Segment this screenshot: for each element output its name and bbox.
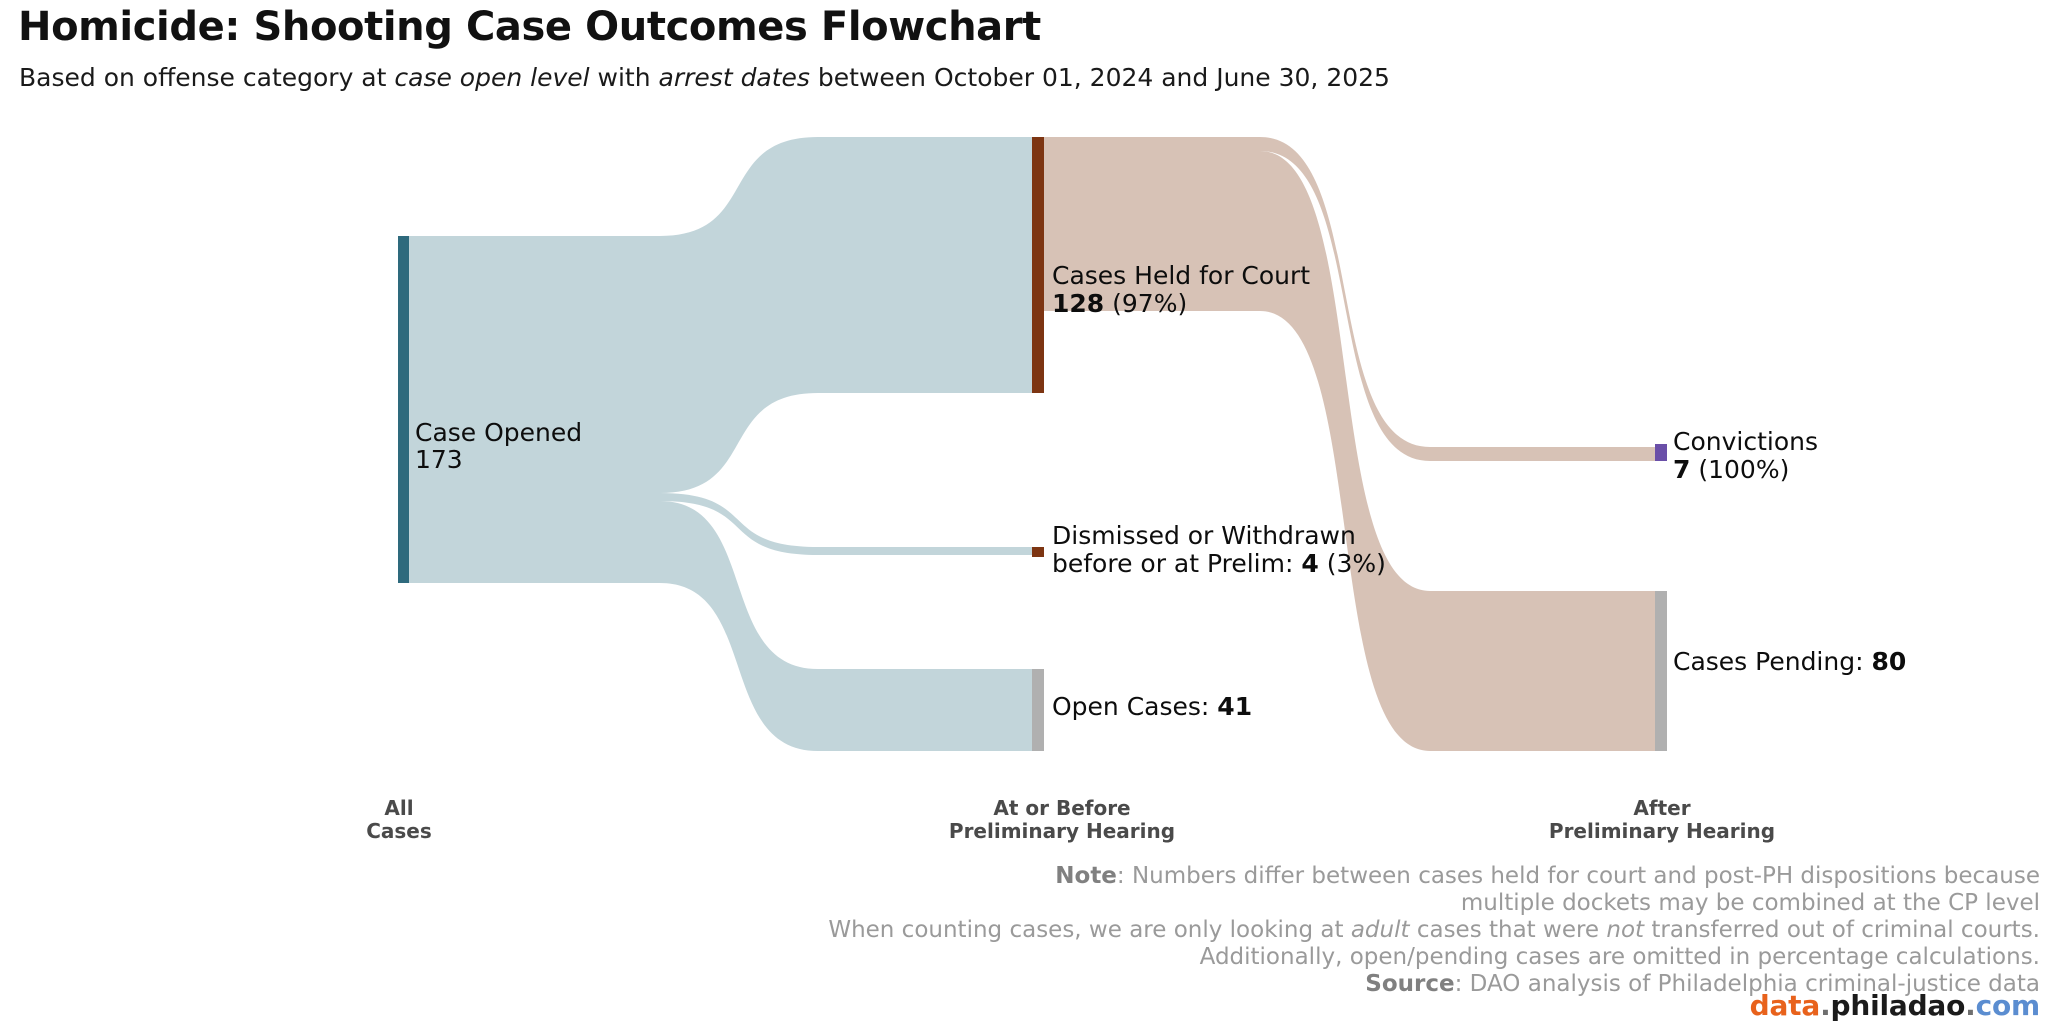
node-open-cases[interactable] xyxy=(1032,669,1044,751)
brand-part-philadao: philadao xyxy=(1830,989,1966,1022)
footnote-note-text: : Numbers differ between cases held for … xyxy=(1116,863,2040,889)
column-label-after-ph-line1: After xyxy=(1633,796,1690,820)
node-label-open-cases-prefix: Open Cases: xyxy=(1052,692,1217,721)
node-value-cases-pending: 80 xyxy=(1871,647,1906,676)
footnote-source: Source: DAO analysis of Philadelphia cri… xyxy=(1365,970,2040,999)
footnote-note-line2-text: multiple dockets may be combined at the … xyxy=(1460,890,2040,916)
brand-logo[interactable]: data.philadao.com xyxy=(1749,989,2041,1022)
node-value-open-cases: 41 xyxy=(1217,692,1252,721)
node-label-convictions: Convictions xyxy=(1673,427,1818,456)
footnote-omitted-percentages: Additionally, open/pending cases are omi… xyxy=(1200,943,2040,972)
footnote-source-bold: Source xyxy=(1365,971,1455,997)
subtitle-part-2: with xyxy=(589,63,659,92)
brand-part-data: data xyxy=(1749,989,1821,1022)
node-label-dismissed-line1: Dismissed or Withdrawn xyxy=(1052,521,1356,550)
node-case-opened[interactable] xyxy=(398,236,409,583)
subtitle-emphasis-2: arrest dates xyxy=(658,63,810,92)
sankey-node-labels: Case Opened 173 Cases Held for Court 128… xyxy=(415,261,1906,721)
column-label-at-or-before-ph-line2: Preliminary Hearing xyxy=(949,819,1175,843)
footnote-note-line2: multiple dockets may be combined at the … xyxy=(1461,889,2040,918)
footnote-note-bold: Note xyxy=(1055,863,1117,889)
node-convictions[interactable] xyxy=(1655,444,1667,461)
node-value-dismissed-number: 4 xyxy=(1301,549,1318,578)
subtitle-part-3: between October 01, 2024 and June 30, 20… xyxy=(809,63,1390,92)
node-label-open-cases: Open Cases: 41 xyxy=(1052,692,1252,721)
footnote-omitted-text: Additionally, open/pending cases are omi… xyxy=(1199,944,2040,970)
node-cases-held-for-court[interactable] xyxy=(1032,137,1044,393)
column-label-all-cases-line2: Cases xyxy=(366,819,432,843)
column-label-at-or-before-ph-line1: At or Before xyxy=(993,796,1130,820)
node-value-held-number: 128 xyxy=(1052,289,1104,318)
node-dismissed-or-withdrawn[interactable] xyxy=(1032,547,1044,557)
subtitle-emphasis-1: case open level xyxy=(394,63,590,92)
node-label-cases-pending-prefix: Cases Pending: xyxy=(1673,647,1871,676)
footnote-source-text: : DAO analysis of Philadelphia criminal-… xyxy=(1454,971,2040,997)
node-value-case-opened: 173 xyxy=(415,445,463,474)
node-label-dismissed-prefix: before or at Prelim: xyxy=(1052,549,1301,578)
link-held-for-court-to-cases-pending xyxy=(1044,151,1656,751)
node-label-case-opened: Case Opened xyxy=(415,418,582,447)
node-label-dismissed-line2: before or at Prelim: 4 (3%) xyxy=(1052,549,1386,578)
node-value-convictions: 7 (100%) xyxy=(1673,455,1789,484)
node-label-cases-held-for-court: Cases Held for Court xyxy=(1052,261,1310,290)
node-value-held-pct: (97%) xyxy=(1104,289,1187,318)
footnote-adult-cases: When counting cases, we are only looking… xyxy=(828,917,2040,943)
footnote-note-line1: Note: Numbers differ between cases held … xyxy=(1055,862,2040,891)
node-value-cases-held-for-court: 128 (97%) xyxy=(1052,289,1187,318)
sankey-column-labels: All Cases At or Before Preliminary Heari… xyxy=(366,796,1775,843)
brand-part-com: com xyxy=(1975,989,2041,1022)
column-label-after-ph-line2: Preliminary Hearing xyxy=(1549,819,1775,843)
link-case-opened-to-held-for-court xyxy=(408,137,1032,493)
subtitle-part-1: Based on offense category at xyxy=(19,63,395,92)
node-value-convictions-pct: (100%) xyxy=(1690,455,1789,484)
sankey-links xyxy=(408,137,1656,751)
link-case-opened-to-dismissed xyxy=(408,493,1032,555)
sankey-nodes xyxy=(398,137,1667,751)
page-title: Homicide: Shooting Case Outcomes Flowcha… xyxy=(18,4,1041,50)
column-label-all-cases-line1: All xyxy=(384,796,413,820)
node-value-convictions-number: 7 xyxy=(1673,455,1690,484)
brand-dot-1: . xyxy=(1820,989,1831,1022)
link-case-opened-to-open-cases xyxy=(408,501,1032,751)
page-subtitle: Based on offense category at case open l… xyxy=(19,63,1390,92)
node-label-cases-pending: Cases Pending: 80 xyxy=(1673,647,1906,676)
brand-dot-2: . xyxy=(1965,989,1976,1022)
node-cases-pending[interactable] xyxy=(1655,591,1667,751)
node-value-dismissed-pct: (3%) xyxy=(1319,549,1386,578)
